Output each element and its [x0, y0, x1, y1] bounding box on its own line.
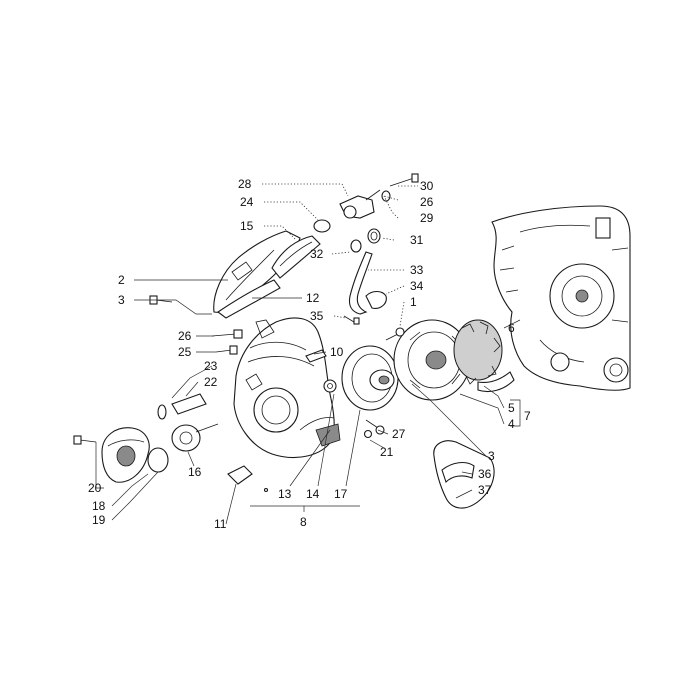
gasket-part-19	[147, 447, 169, 473]
callout-20: 20	[88, 481, 102, 495]
callout-14: 14	[306, 487, 320, 501]
callout-23: 23	[204, 359, 218, 373]
callout-27: 27	[392, 427, 406, 441]
callout-6: 6	[508, 321, 515, 335]
callout-17: 17	[334, 487, 348, 501]
callout-18: 18	[92, 499, 106, 513]
fan-part-17	[341, 345, 399, 411]
screw-part-26	[211, 329, 243, 339]
callout-7: 7	[524, 409, 531, 423]
callout-1: 1	[410, 295, 417, 309]
cap-part-20	[101, 427, 150, 483]
callout-28: 28	[238, 177, 252, 191]
callout-15: 15	[240, 219, 254, 233]
tap-part-28	[339, 189, 381, 219]
clip-part-32	[350, 239, 362, 253]
callout-5: 5	[508, 401, 515, 415]
callout-37: 37	[478, 483, 492, 497]
callout-30: 30	[420, 179, 434, 193]
nut-part-21	[363, 429, 373, 439]
screw-part-1	[385, 327, 405, 341]
screw-part-27	[365, 419, 385, 435]
callout-24: 24	[240, 195, 254, 209]
stator-part-5	[453, 319, 515, 393]
crankcase-part-6	[491, 205, 631, 391]
callout-26-left: 26	[178, 329, 192, 343]
callout-19: 19	[92, 513, 106, 527]
callout-12: 12	[306, 291, 320, 305]
callout-26-top: 26	[420, 195, 434, 209]
callout-labels: 28 24 15 30 26 29 31 2 3 32 33 12 34 35 …	[88, 177, 531, 531]
ring-part-24	[313, 219, 331, 233]
washer-part-14	[323, 379, 337, 393]
washer-part-29	[381, 190, 391, 202]
callout-34: 34	[410, 279, 424, 293]
callout-13: 13	[278, 487, 292, 501]
gasket-part-12	[217, 279, 281, 319]
callout-2: 2	[118, 273, 125, 287]
callout-33: 33	[410, 263, 424, 277]
hose-part-33	[348, 251, 373, 315]
callout-8: 8	[300, 515, 307, 529]
clip-part-31	[367, 228, 381, 244]
screw-part-30	[389, 173, 419, 187]
screw-part-25	[215, 345, 238, 355]
callout-31: 31	[410, 233, 424, 247]
callout-4: 4	[508, 417, 515, 431]
callout-22: 22	[204, 375, 218, 389]
callout-21: 21	[380, 445, 394, 459]
insert-part-15	[271, 235, 321, 279]
plate-part-11	[227, 465, 253, 485]
callout-32: 32	[310, 247, 324, 261]
callout-35: 35	[310, 309, 324, 323]
callout-11: 11	[214, 517, 227, 531]
screw-part-20b	[73, 435, 97, 445]
flywheel-cover-part-8	[233, 317, 341, 493]
clip-part-34	[365, 290, 387, 309]
callout-3-right: 3	[488, 449, 495, 463]
callout-36: 36	[478, 467, 492, 481]
screw-part-35	[343, 315, 360, 325]
duct-insert-part-36	[441, 461, 475, 484]
callout-25: 25	[178, 345, 192, 359]
callout-29: 29	[420, 211, 434, 225]
callout-16: 16	[188, 465, 202, 479]
flywheel-part-4	[393, 319, 471, 401]
callout-10: 10	[330, 345, 344, 359]
leader-lines	[95, 183, 521, 525]
ring-part-23	[157, 404, 167, 420]
filter-housing-part-16	[171, 423, 219, 452]
filter-part-22	[171, 393, 207, 415]
callout-3-left: 3	[118, 293, 125, 307]
